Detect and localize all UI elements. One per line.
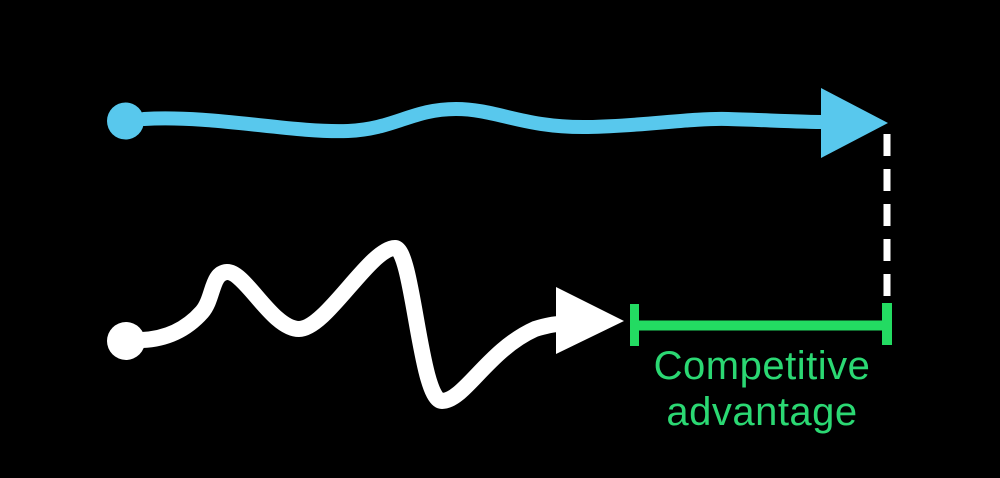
steady-line <box>137 101 833 139</box>
bracket-label-line2: advantage <box>666 390 857 434</box>
bracket-label-line1: Competitive <box>654 344 871 388</box>
advantage-bracket <box>630 303 892 346</box>
steady-start-dot-icon <box>107 102 144 140</box>
volatile-arrowhead-icon <box>556 287 624 354</box>
volatile-line <box>134 239 568 410</box>
volatile-start-dot-icon <box>107 322 145 360</box>
steady-arrowhead-icon <box>821 88 888 158</box>
volatile-trajectory <box>107 239 624 410</box>
steady-trajectory <box>107 88 888 158</box>
bracket-label: Competitive advantage <box>654 344 871 434</box>
